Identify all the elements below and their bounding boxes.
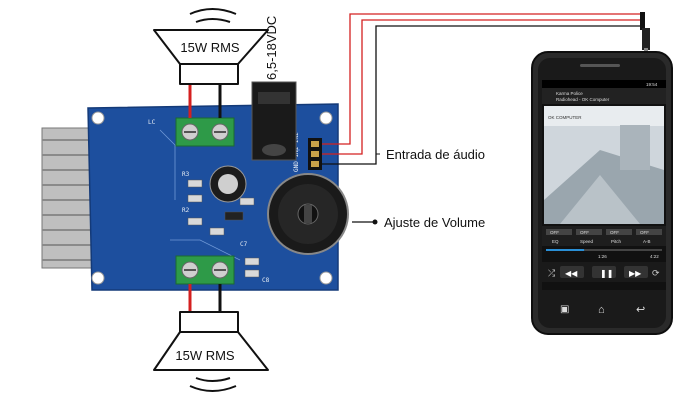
- silk-c7: C7: [240, 241, 248, 248]
- bottom-speaker-label: 15W RMS: [175, 348, 235, 363]
- track-artist: Radiohead - OK Computer: [556, 97, 610, 102]
- silk-r2: R2: [182, 207, 190, 214]
- home-icon: ⌂: [598, 304, 605, 316]
- top-speaker-label: 15W RMS: [180, 40, 240, 55]
- next-icon: ▶▶: [629, 269, 642, 278]
- bottom-screw-terminal: [175, 255, 235, 285]
- eq-state-3: OFF: [610, 230, 619, 235]
- status-time: 19:54: [646, 82, 658, 87]
- dc-power-jack: [251, 81, 297, 161]
- power-label: 6,5-18VDC: [264, 16, 279, 80]
- eq-state-4: OFF: [640, 230, 649, 235]
- album-title: OK COMPUTER: [548, 115, 582, 120]
- eq-state-1: OFF: [550, 230, 559, 235]
- track-title: Karma Police: [556, 91, 583, 96]
- eq-label-ab: A-B: [643, 239, 651, 244]
- time-elapsed: 1:26: [598, 254, 607, 259]
- volume-potentiometer: [267, 173, 349, 255]
- previous-icon: ◀◀: [565, 269, 578, 278]
- eq-state-2: OFF: [580, 230, 589, 235]
- smartphone: 19:54 Karma Police Radiohead - OK Comput…: [531, 51, 673, 335]
- silk-lc: LC: [148, 119, 156, 126]
- eq-label-speed: Speed: [580, 239, 594, 244]
- eq-label-eq: EQ: [552, 239, 559, 244]
- shuffle-icon: ⤮: [548, 268, 555, 278]
- eq-label-pitch: Pitch: [611, 239, 622, 244]
- bottom-speaker-wires: [188, 284, 222, 312]
- pause-icon: ❚❚: [600, 269, 613, 278]
- volume-label: Ajuste de Volume: [384, 215, 485, 230]
- audio-cable: [322, 13, 640, 165]
- silk-r3: R3: [182, 171, 190, 178]
- silk-c8: C8: [262, 277, 270, 284]
- top-speaker-wires: [188, 85, 222, 118]
- repeat-icon: ⟳: [652, 268, 660, 278]
- bottom-speaker: [153, 311, 269, 392]
- top-screw-terminal: [175, 117, 235, 147]
- time-total: 4:22: [650, 254, 659, 259]
- recent-apps-icon: ▣: [560, 304, 569, 315]
- audio-input-label: Entrada de áudio: [386, 147, 485, 162]
- top-speaker: [153, 8, 269, 85]
- back-icon: ↩: [636, 304, 645, 316]
- progress-fill: [546, 249, 585, 251]
